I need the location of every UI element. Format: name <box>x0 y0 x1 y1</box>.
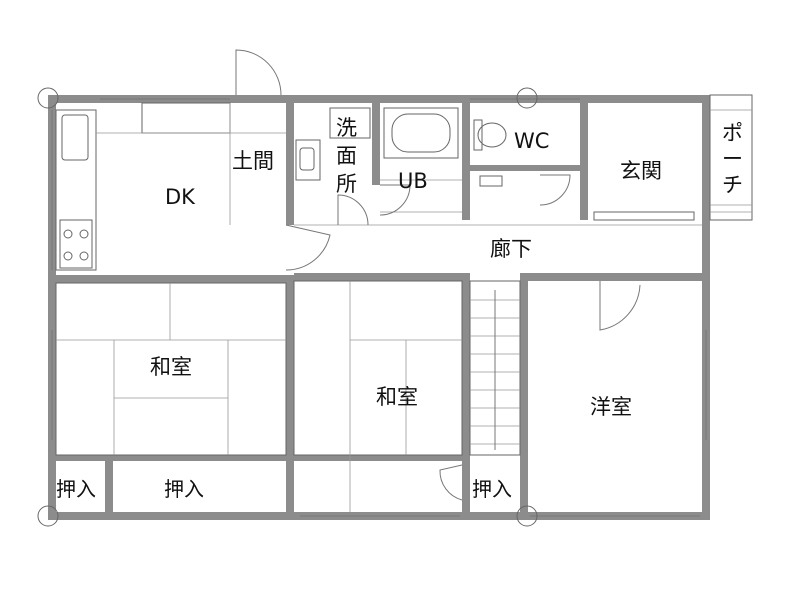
room-label-senmen-2: 面 <box>336 144 357 168</box>
room-label-ub: UB <box>398 169 428 193</box>
room-label-oshiire-1: 押入 <box>56 477 96 501</box>
room-label-dk: DK <box>165 185 196 209</box>
thin-lines <box>37 49 753 527</box>
room-labels: DK 土間 洗 面 所 UB WC 玄関 ポ ー チ 廊下 和室 和室 洋室 押… <box>56 116 743 501</box>
room-label-senmen-1: 洗 <box>336 116 357 140</box>
room-label-doma: 土間 <box>232 149 274 173</box>
room-label-senmen-3: 所 <box>336 172 357 196</box>
room-label-washitsu-left: 和室 <box>150 355 192 379</box>
room-label-wc: WC <box>514 129 549 153</box>
room-label-oshiire-3: 押入 <box>472 477 512 501</box>
room-label-oshiire-2: 押入 <box>164 477 204 501</box>
room-label-genkan: 玄関 <box>620 159 662 183</box>
room-label-washitsu-center: 和室 <box>376 385 418 409</box>
room-label-rouka: 廊下 <box>490 237 532 261</box>
room-label-porch-1: ポ <box>722 121 743 145</box>
room-label-youshitsu: 洋室 <box>590 395 632 419</box>
interior-walls <box>48 95 710 520</box>
room-label-porch-2: ー <box>722 147 743 171</box>
room-label-porch-3: チ <box>722 173 743 197</box>
